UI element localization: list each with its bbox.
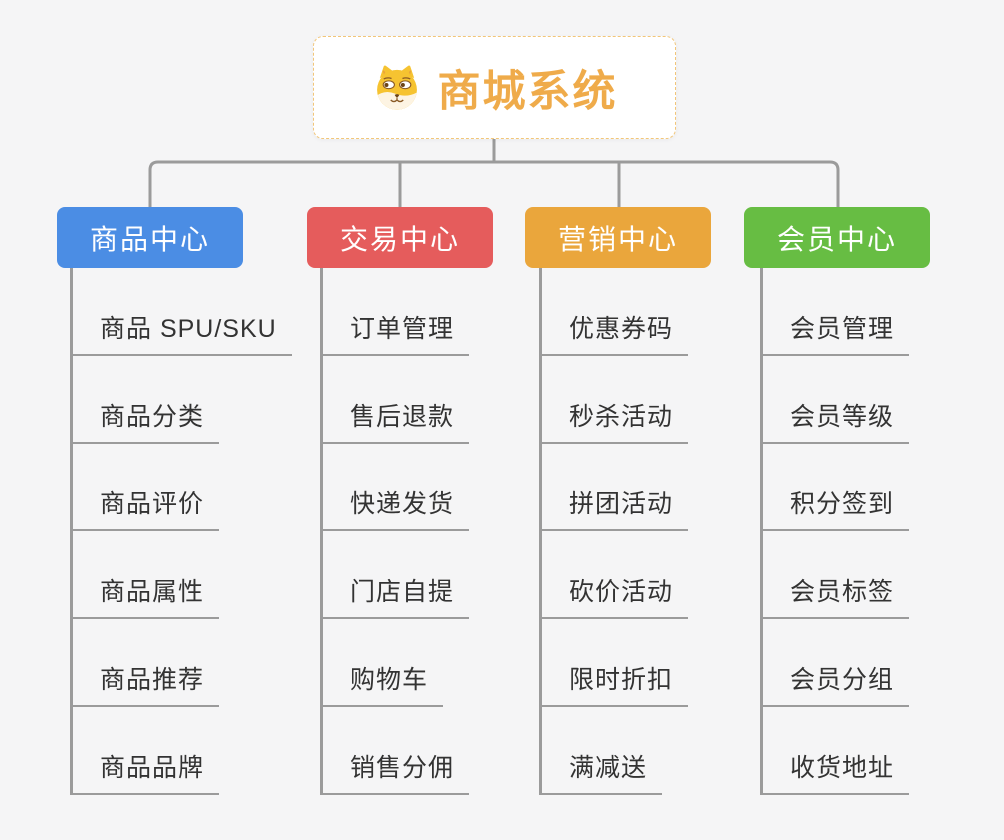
leaf-node-label[interactable]: 销售分佣 — [323, 748, 470, 795]
leaf-node: 商品品牌 — [73, 707, 292, 795]
leaf-node: 优惠券码 — [542, 268, 689, 356]
leaf-node: 售后退款 — [323, 356, 470, 444]
leaf-node: 会员等级 — [763, 356, 910, 444]
leaf-node-label[interactable]: 购物车 — [323, 660, 444, 708]
leaf-node-label[interactable]: 商品分类 — [73, 397, 220, 444]
leaf-node-label[interactable]: 门店自提 — [323, 572, 470, 620]
leaf-node-label[interactable]: 会员标签 — [763, 572, 910, 620]
leaf-node-label[interactable]: 限时折扣 — [542, 660, 689, 708]
leaf-node-label[interactable]: 售后退款 — [323, 397, 470, 444]
leaf-node: 收货地址 — [763, 707, 910, 795]
leaf-node-label[interactable]: 商品品牌 — [73, 748, 220, 795]
leaf-node: 商品 SPU/SKU — [73, 268, 292, 356]
branch-node-member-center[interactable]: 会员中心 — [744, 207, 930, 268]
leaf-node-label[interactable]: 秒杀活动 — [542, 397, 689, 444]
leaf-node: 秒杀活动 — [542, 356, 689, 444]
leaf-node-label[interactable]: 商品评价 — [73, 484, 220, 532]
leaf-node-label[interactable]: 满减送 — [542, 748, 663, 795]
leaf-node: 快递发货 — [323, 444, 470, 532]
leaf-node-label[interactable]: 快递发货 — [323, 484, 470, 532]
leaf-node-label[interactable]: 商品属性 — [73, 572, 220, 620]
leaf-node: 商品评价 — [73, 444, 292, 532]
branch-bus-line — [148, 160, 840, 209]
leaf-node-label[interactable]: 积分签到 — [763, 484, 910, 532]
branch-column-member-center: 会员管理 会员等级 积分签到 会员标签 会员分组 收货地址 — [760, 268, 910, 795]
branch-label: 会员中心 — [776, 223, 897, 255]
leaf-node: 积分签到 — [763, 444, 910, 532]
branch-column-product-center: 商品 SPU/SKU 商品分类 商品评价 商品属性 商品推荐 商品品牌 — [70, 268, 292, 795]
branch-node-product-center[interactable]: 商品中心 — [57, 207, 243, 268]
leaf-node: 订单管理 — [323, 268, 470, 356]
leaf-node: 商品属性 — [73, 531, 292, 620]
branch-node-trade-center[interactable]: 交易中心 — [307, 207, 493, 268]
leaf-node: 销售分佣 — [323, 707, 470, 795]
leaf-node-label[interactable]: 优惠券码 — [542, 309, 689, 356]
branch-column-trade-center: 订单管理 售后退款 快递发货 门店自提 购物车 销售分佣 — [320, 268, 470, 795]
leaf-node-label[interactable]: 会员管理 — [763, 309, 910, 356]
leaf-node: 会员管理 — [763, 268, 910, 356]
leaf-node-label[interactable]: 拼团活动 — [542, 484, 689, 532]
leaf-node: 砍价活动 — [542, 531, 689, 620]
leaf-node-label[interactable]: 收货地址 — [763, 748, 910, 795]
leaf-node-label[interactable]: 砍价活动 — [542, 572, 689, 620]
leaf-node: 商品分类 — [73, 356, 292, 444]
leaf-node-label[interactable]: 会员分组 — [763, 660, 910, 708]
leaf-node-label[interactable]: 订单管理 — [323, 309, 470, 356]
leaf-node: 商品推荐 — [73, 619, 292, 708]
root-title: 商城系统 — [437, 67, 618, 116]
leaf-node-label[interactable]: 商品推荐 — [73, 660, 220, 708]
leaf-node: 门店自提 — [323, 531, 470, 620]
root-node[interactable]: 商城系统 — [313, 36, 676, 139]
branch-column-marketing-center: 优惠券码 秒杀活动 拼团活动 砍价活动 限时折扣 满减送 — [539, 268, 689, 795]
branch-label: 营销中心 — [557, 223, 678, 255]
leaf-node-label[interactable]: 会员等级 — [763, 397, 910, 444]
leaf-node: 会员分组 — [763, 619, 910, 708]
branch-node-marketing-center[interactable]: 营销中心 — [525, 207, 711, 268]
leaf-node: 购物车 — [323, 619, 469, 708]
leaf-node: 限时折扣 — [542, 619, 689, 708]
dog-face-icon — [376, 65, 417, 110]
leaf-node: 拼团活动 — [542, 444, 689, 532]
leaf-node-label[interactable]: 商品 SPU/SKU — [73, 309, 292, 356]
branch-label: 交易中心 — [339, 223, 460, 255]
branch-label: 商品中心 — [89, 223, 210, 255]
leaf-node: 满减送 — [542, 707, 688, 795]
leaf-node: 会员标签 — [763, 531, 910, 620]
